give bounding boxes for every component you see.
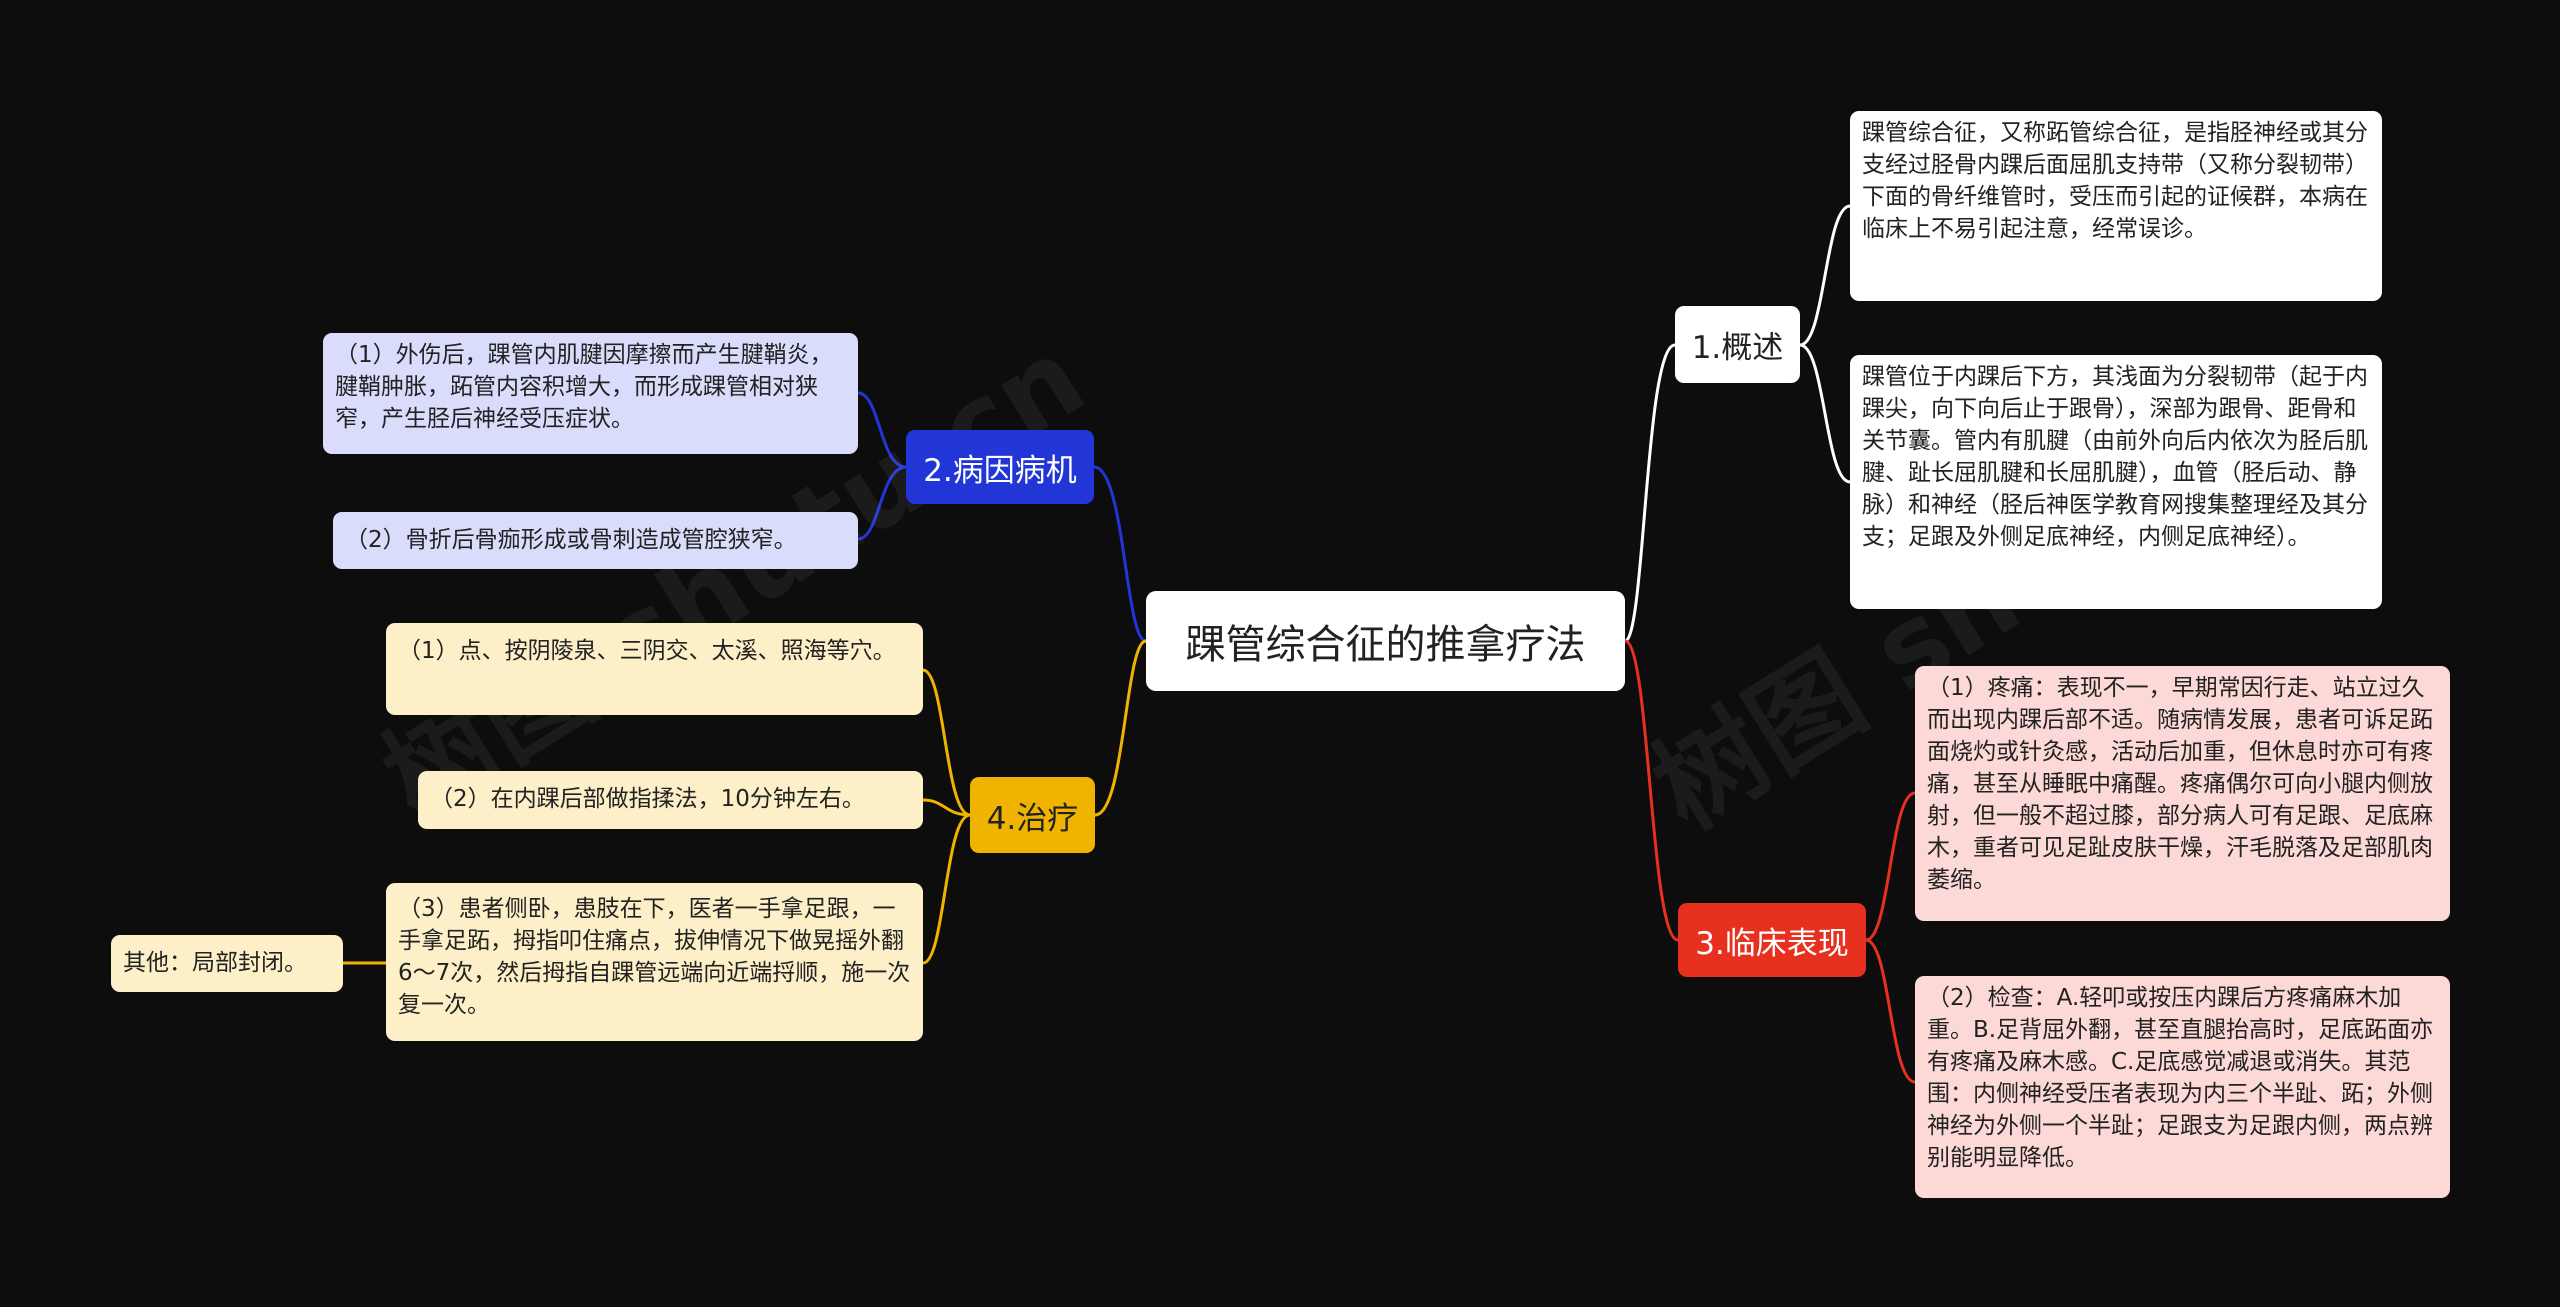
- connector-cause-1: [857, 391, 907, 469]
- connector-central-clinical: [1624, 639, 1679, 942]
- leaf-treatment-2[interactable]: （2）在内踝后部做指揉法，10分钟左右。: [418, 771, 923, 829]
- branch-treatment[interactable]: 4.治疗: [970, 777, 1095, 853]
- connector-treatment-3: [922, 813, 971, 965]
- connector-cause-2: [857, 465, 907, 541]
- leaf-cause-1[interactable]: （1）外伤后，踝管内肌腱因摩擦而产生腱鞘炎，腱鞘肿胀，跖管内容积增大，而形成踝管…: [323, 333, 858, 454]
- branch-cause[interactable]: 2.病因病机: [906, 430, 1094, 504]
- leaf-clinical-2[interactable]: （2）检查：A.轻叩或按压内踝后方疼痛麻木加重。B.足背屈外翻，甚至直腿抬高时，…: [1915, 976, 2450, 1198]
- connector-clinical-2: [1865, 938, 1916, 1084]
- connector-overview-2: [1799, 343, 1851, 484]
- central-topic[interactable]: 踝管综合征的推拿疗法: [1146, 591, 1625, 691]
- connector-overview-1: [1799, 204, 1851, 347]
- connector-treatment-1: [922, 668, 971, 817]
- leaf-overview-2[interactable]: 踝管位于内踝后下方，其浅面为分裂韧带（起于内踝尖，向下向后止于跟骨），深部为跟骨…: [1850, 355, 2382, 609]
- branch-treatment-label: 4.治疗: [986, 800, 1079, 837]
- leaf-cause-2[interactable]: （2）骨折后骨痂形成或骨刺造成管腔狭窄。: [333, 512, 858, 569]
- branch-clinical-label: 3.临床表现: [1695, 925, 1849, 962]
- connector-clinical-1: [1865, 791, 1916, 942]
- connector-central-overview: [1623, 343, 1676, 643]
- branch-overview-label: 1.概述: [1691, 330, 1784, 366]
- branch-overview[interactable]: 1.概述: [1675, 306, 1800, 383]
- leaf-treatment-3[interactable]: （3）患者侧卧，患肢在下，医者一手拿足跟，一手拿足跖，拇指叩住痛点，拔伸情况下做…: [386, 883, 923, 1041]
- connector-central-treatment: [1094, 639, 1147, 817]
- leaf-treatment-extra[interactable]: 其他：局部封闭。: [111, 935, 343, 992]
- branch-cause-label: 2.病因病机: [923, 452, 1077, 489]
- leaf-treatment-1[interactable]: （1）点、按阴陵泉、三阴交、太溪、照海等穴。: [386, 623, 923, 715]
- central-topic-label: 踝管综合征的推拿疗法: [1185, 622, 1586, 668]
- branch-clinical[interactable]: 3.临床表现: [1678, 903, 1866, 977]
- connector-treatment-2: [922, 798, 971, 817]
- leaf-clinical-1[interactable]: （1）疼痛：表现不一，早期常因行走、站立过久而出现内踝后部不适。随病情发展，患者…: [1915, 666, 2450, 921]
- connector-central-cause: [1093, 465, 1147, 643]
- leaf-overview-1[interactable]: 踝管综合征，又称跖管综合征，是指胫神经或其分支经过胫骨内踝后面屈肌支持带（又称分…: [1850, 111, 2382, 301]
